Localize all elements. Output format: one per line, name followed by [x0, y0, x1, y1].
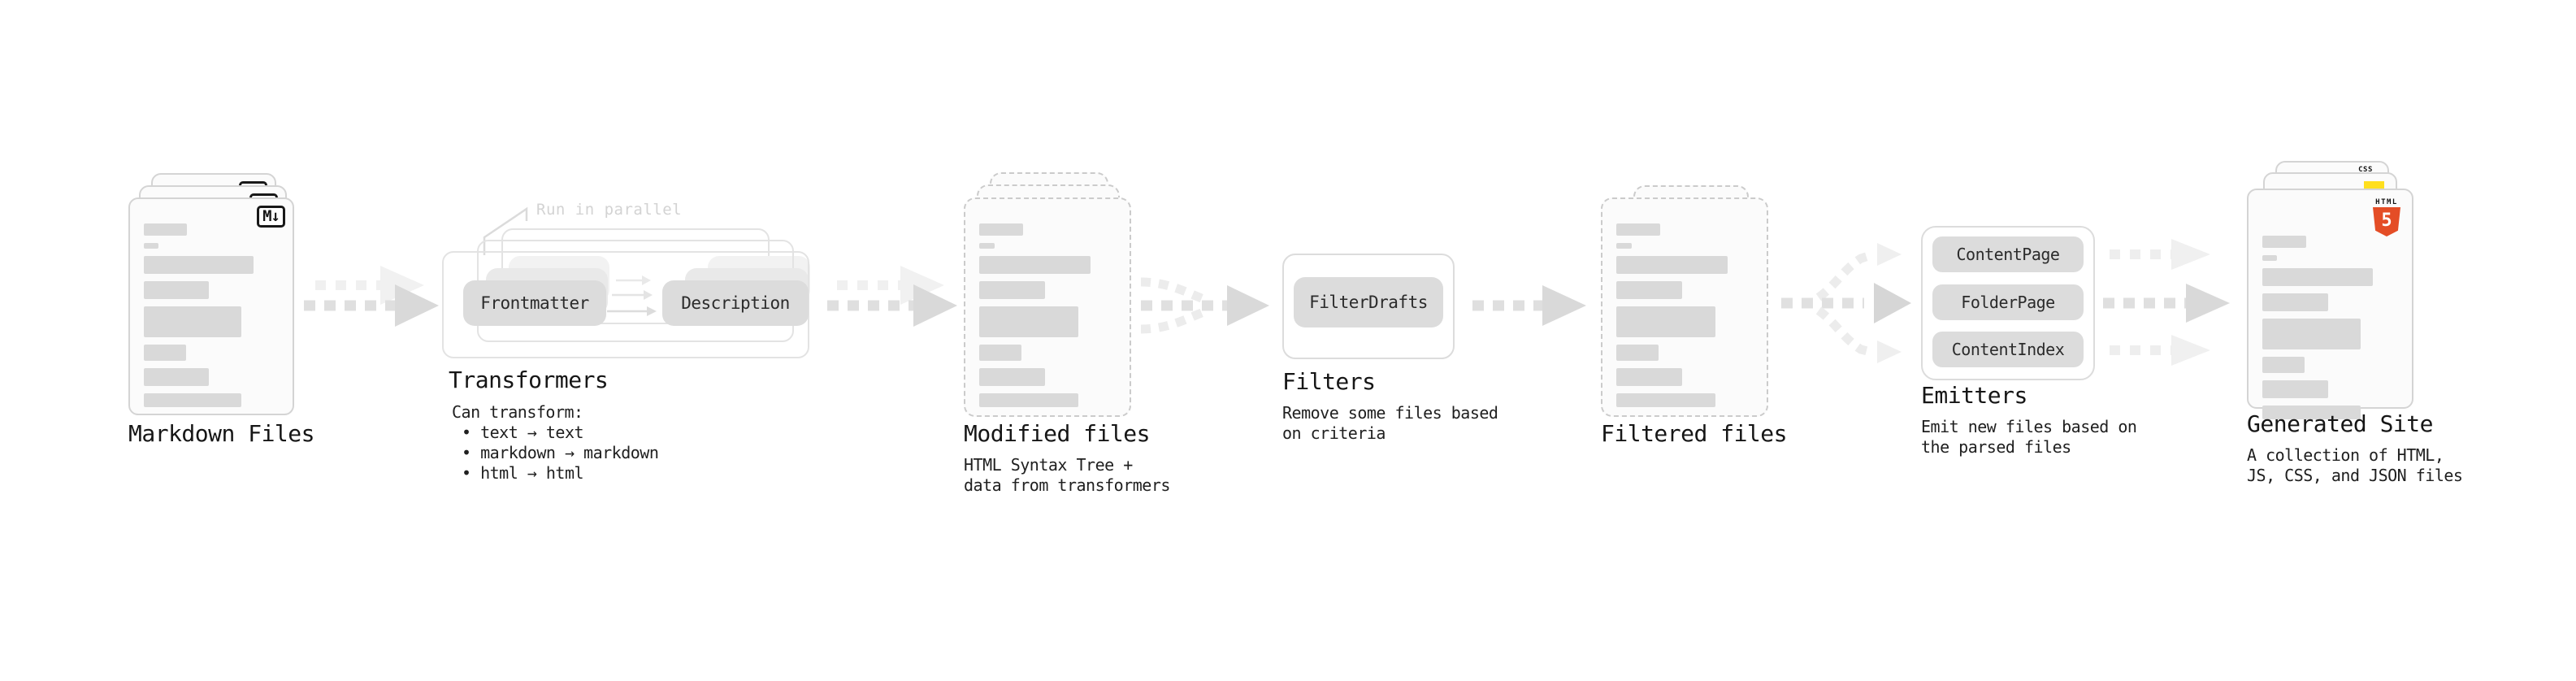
contentpage-box-label: ContentPage — [1956, 245, 2060, 264]
transformers-desc-title: Can transform: — [452, 402, 583, 422]
contentindex-box-label: ContentIndex — [1951, 340, 2065, 359]
modified-files-label: Modified files — [964, 420, 1151, 447]
frontmatter-box-label: Frontmatter — [480, 293, 589, 313]
markdown-icon: M↓ — [257, 206, 285, 228]
transformers-group-outline-front — [442, 251, 809, 358]
emitters-desc-line: Emit new files based on — [1921, 417, 2137, 436]
transformers-description: Can transform: • text → text • markdown … — [452, 402, 659, 484]
html5-icon-text: HTML — [2375, 198, 2398, 206]
arrow-transformers-to-modified — [827, 266, 957, 327]
filtered-file-card-front — [1601, 197, 1768, 417]
filters-desc-line: on criteria — [1282, 423, 1386, 443]
filters-desc-line: Remove some files based — [1282, 403, 1498, 423]
arrow-frontmatter-to-description — [607, 275, 657, 316]
generated-site-description: A collection of HTML, JS, CSS, and JSON … — [2247, 445, 2463, 486]
filter-box-filterdrafts: FilterDrafts — [1294, 277, 1443, 327]
modified-file-card-front — [964, 197, 1131, 417]
document-placeholder-bars — [1616, 223, 1754, 414]
emitters-desc-line: the parsed files — [1921, 437, 2071, 457]
filterdrafts-box-label: FilterDrafts — [1309, 293, 1428, 312]
transformer-box-frontmatter: Frontmatter — [463, 280, 606, 326]
emitter-box-contentpage: ContentPage — [1932, 236, 2084, 272]
emitter-box-contentindex: ContentIndex — [1932, 332, 2084, 367]
arrow-emitters-to-site — [2103, 239, 2230, 366]
transformers-bullet: • html → html — [462, 463, 584, 483]
transformers-bullet: • markdown → markdown — [462, 443, 659, 462]
emitters-label: Emitters — [1921, 382, 2027, 409]
transformer-box-description: Description — [662, 280, 809, 326]
modified-files-description: HTML Syntax Tree + data from transformer… — [964, 455, 1170, 496]
generated-site-desc-line: JS, CSS, and JSON files — [2247, 466, 2463, 485]
folderpage-box-label: FolderPage — [1961, 293, 2055, 312]
arrow-markdown-to-transformers — [304, 266, 439, 327]
arrow-filters-to-filtered — [1472, 285, 1586, 326]
arrow-filtered-to-emitters — [1781, 243, 1911, 363]
css-icon-text: CSS — [2358, 166, 2373, 174]
run-in-parallel-label: Run in parallel — [536, 201, 683, 219]
filters-label: Filters — [1282, 368, 1376, 395]
filters-description: Remove some files based on criteria — [1282, 403, 1498, 444]
generated-site-desc-line: A collection of HTML, — [2247, 445, 2444, 465]
emitters-description: Emit new files based on the parsed files — [1921, 417, 2137, 458]
markdown-file-card-front: M↓ — [128, 197, 294, 415]
modified-files-desc-line: data from transformers — [964, 475, 1170, 495]
arrow-modified-to-filters — [1140, 277, 1269, 334]
html5-icon: HTML 5 — [2370, 198, 2403, 236]
document-placeholder-bars — [979, 223, 1117, 414]
description-box-label: Description — [681, 293, 790, 313]
markdown-files-label: Markdown Files — [128, 420, 315, 447]
generated-site-card-front: HTML 5 — [2247, 189, 2413, 419]
html5-icon-shield: 5 — [2373, 207, 2400, 236]
generated-site-label: Generated Site — [2247, 410, 2434, 437]
transformers-bullet: • text → text — [462, 423, 584, 442]
emitter-box-folderpage: FolderPage — [1932, 284, 2084, 320]
modified-files-desc-line: HTML Syntax Tree + — [964, 455, 1133, 475]
transformers-label: Transformers — [449, 367, 609, 393]
document-placeholder-bars — [144, 223, 280, 414]
document-placeholder-bars — [2262, 236, 2399, 427]
filtered-files-label: Filtered files — [1601, 420, 1788, 447]
